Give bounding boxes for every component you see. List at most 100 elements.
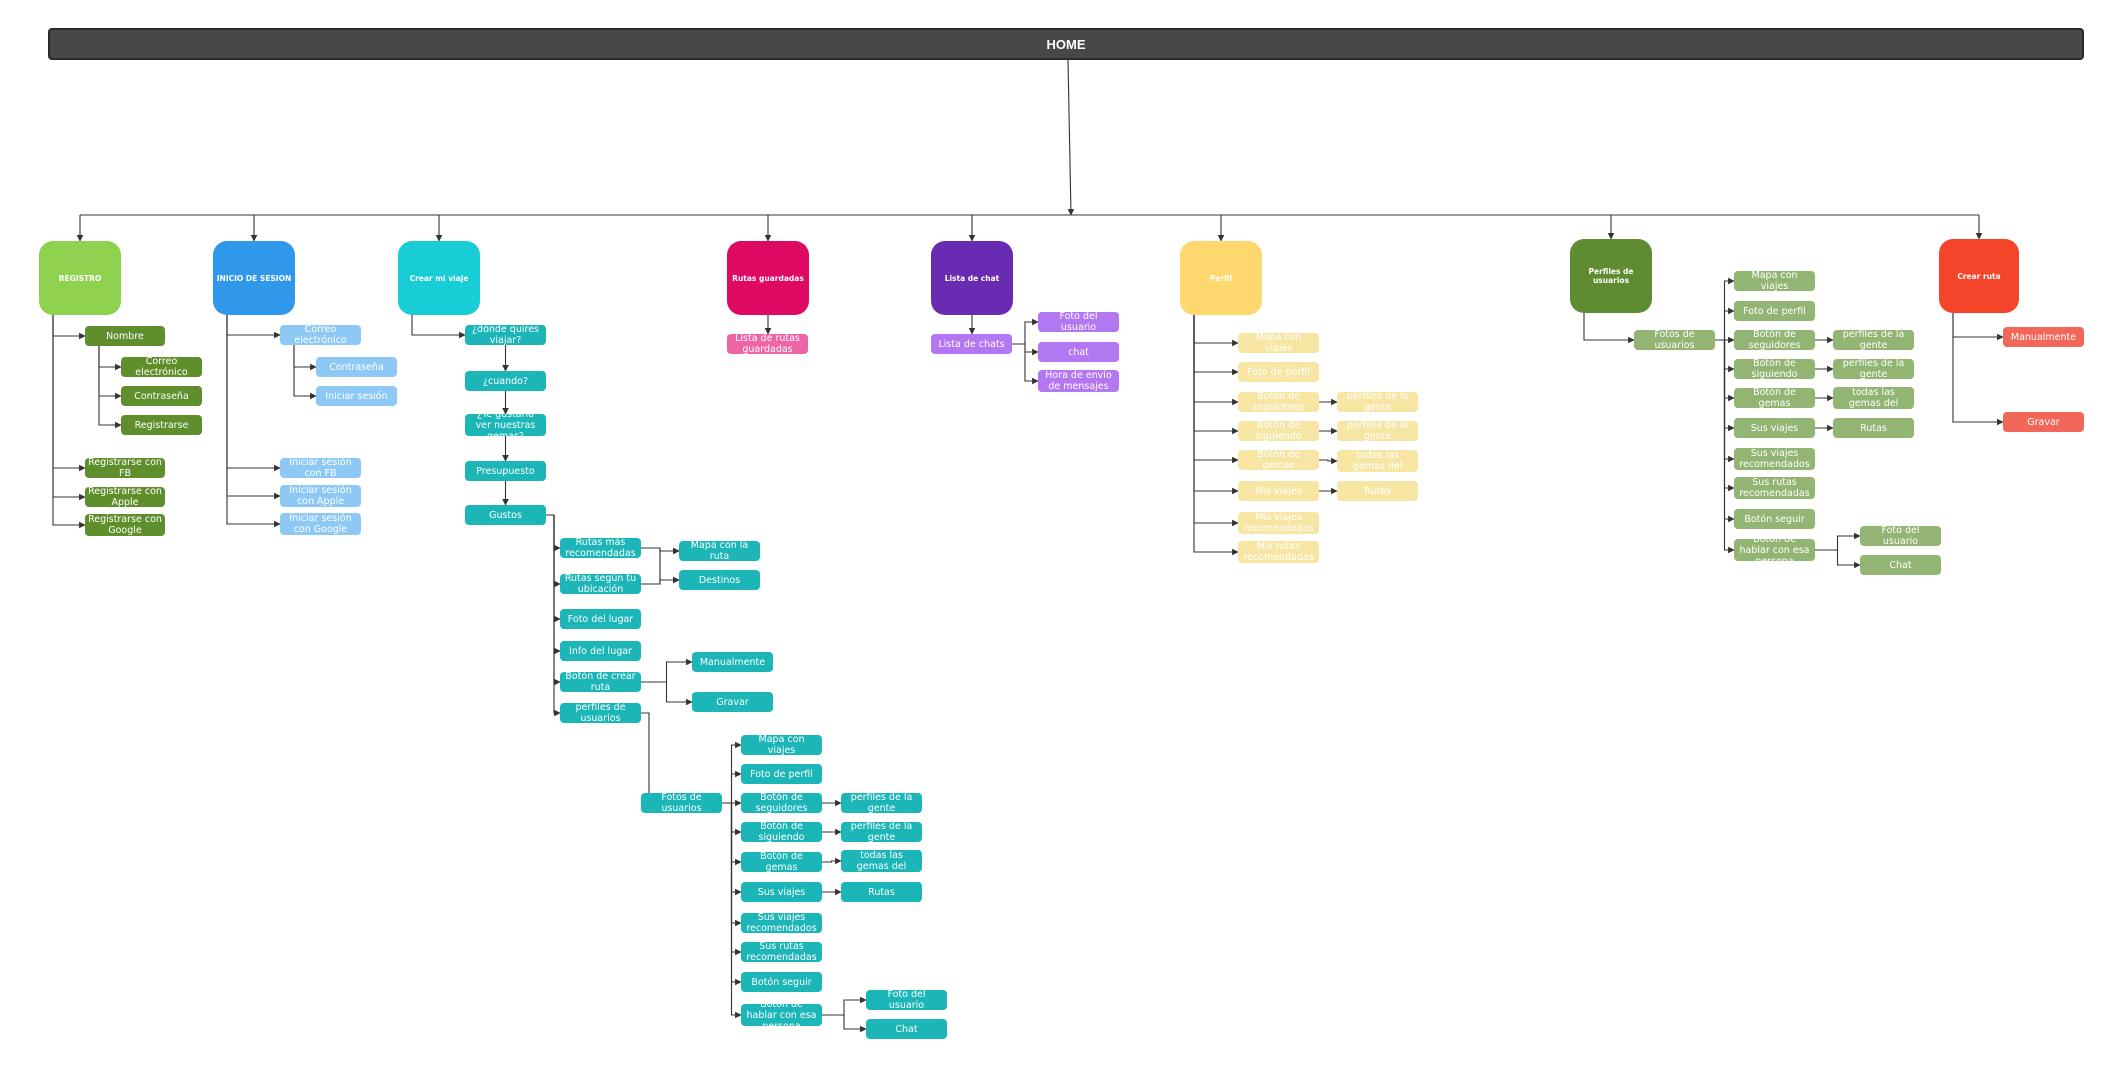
node-label: chat bbox=[1068, 346, 1089, 358]
node-label: Registrarse con FB bbox=[88, 458, 162, 478]
node-label: Rutas guardadas bbox=[732, 273, 804, 283]
connector bbox=[1193, 315, 1239, 527]
node-label: Presupuesto bbox=[476, 465, 535, 477]
node-r_google: Registrarse con Google bbox=[85, 514, 165, 536]
connector bbox=[546, 514, 561, 717]
node-registro: REGISTRO bbox=[39, 241, 121, 315]
node-label: Sus viajes recomendados bbox=[1739, 448, 1810, 470]
node-p_rutas: Rutas bbox=[1337, 481, 1418, 501]
node-label: Mapa con todas las gemas del mundo bbox=[1352, 450, 1403, 472]
node-label: Mapa con viajes bbox=[1751, 271, 1798, 291]
node-label: Gravar bbox=[2027, 416, 2060, 428]
node-label: perfiles de la gente bbox=[1346, 392, 1409, 412]
connector bbox=[546, 514, 561, 686]
node-c_gustos: Gustos bbox=[465, 505, 546, 525]
node-label: Botón de siguiendo bbox=[1751, 359, 1798, 379]
node-label: Foto del usuario bbox=[1881, 526, 1920, 546]
node-c_bgemas: Botón de gemas bbox=[741, 852, 822, 872]
node-c_presu: Presupuesto bbox=[465, 461, 546, 481]
node-c_pg2: perfiles de la gente bbox=[841, 822, 922, 842]
connector bbox=[1715, 339, 1735, 402]
node-label: Botón seguir bbox=[751, 976, 812, 988]
home-label: HOME bbox=[1046, 36, 1086, 52]
node-c_rutasubi: Rutas según tu ubicación bbox=[560, 574, 641, 594]
connector bbox=[226, 315, 281, 472]
node-label: Botón de seguidores bbox=[1748, 330, 1801, 350]
connector bbox=[641, 576, 680, 585]
node-label: Foto del usuario bbox=[887, 990, 926, 1010]
connector bbox=[1012, 318, 1039, 345]
node-label: Fotos de usuarios bbox=[1654, 330, 1695, 350]
node-c_boton: Botón de crear ruta bbox=[560, 672, 641, 692]
connector bbox=[641, 681, 693, 706]
connector bbox=[411, 315, 466, 339]
node-u_mapav: Mapa con viajes bbox=[1734, 271, 1815, 291]
connector bbox=[52, 315, 86, 501]
node-label: Registrarse con Apple bbox=[88, 487, 162, 507]
node-c_susv: Sus viajes bbox=[741, 882, 822, 902]
connector bbox=[1012, 343, 1039, 356]
node-c_rutas2: Rutas bbox=[841, 882, 922, 902]
node-c_foto: Foto del lugar bbox=[560, 609, 641, 629]
node-label: Iniciar sesión bbox=[325, 390, 388, 402]
node-c_manual: Manualmente bbox=[692, 652, 773, 672]
node-i_correo: Correo electrónico bbox=[280, 325, 361, 345]
connector bbox=[1583, 313, 1635, 344]
node-c_bhablar: Botón de hablar con esa persona bbox=[741, 1004, 822, 1026]
connector bbox=[98, 346, 122, 429]
node-label: Mapa con viajes bbox=[758, 735, 805, 755]
node-h_lista: Lista de chats bbox=[931, 334, 1012, 354]
node-label: Mapa con la ruta bbox=[690, 541, 749, 561]
connector bbox=[641, 547, 680, 555]
node-label: Registrarse con Google bbox=[88, 514, 162, 536]
node-perfiles: Perfiles de usuarios bbox=[1570, 239, 1652, 313]
node-label: Botón seguir bbox=[1744, 513, 1805, 525]
connector bbox=[1715, 339, 1735, 492]
node-label: Botón de siguiendo bbox=[758, 822, 805, 842]
connector bbox=[1319, 457, 1338, 465]
node-label: Perfiles de usuarios bbox=[1588, 267, 1634, 285]
node-i_ini: Iniciar sesión bbox=[316, 386, 397, 406]
node-label: Sus viajes bbox=[1750, 422, 1799, 434]
node-label: Correo electrónico bbox=[294, 325, 347, 345]
node-label: Destinos bbox=[698, 574, 741, 586]
home-node: HOME bbox=[48, 28, 2084, 60]
node-label: ¿dónde quires viajar? bbox=[472, 325, 539, 345]
node-c_mapav: Mapa con viajes bbox=[741, 735, 822, 755]
node-p_pg1: perfiles de la gente bbox=[1337, 392, 1418, 412]
node-label: Sus rutas recomendadas bbox=[1739, 477, 1810, 499]
node-label: Botón de seguidores bbox=[1252, 392, 1305, 412]
connector bbox=[293, 345, 317, 400]
node-label: INICIO DE SESION bbox=[216, 273, 292, 283]
node-label: Crear mi viaje bbox=[409, 273, 469, 283]
connector bbox=[1193, 315, 1239, 376]
node-c_susrr: Sus rutas recomendadas bbox=[741, 942, 822, 962]
connector bbox=[722, 802, 742, 896]
connector bbox=[1193, 315, 1239, 556]
connector bbox=[1715, 339, 1735, 432]
connector bbox=[1815, 549, 1861, 569]
node-p_misrr: Mis rutas recomendadas bbox=[1238, 541, 1319, 563]
node-label: Chat bbox=[895, 1023, 918, 1035]
node-r_apple: Registrarse con Apple bbox=[85, 487, 165, 507]
node-label: Hora de envío de mensajes bbox=[1045, 370, 1112, 392]
node-label: Info del lugar bbox=[569, 645, 632, 657]
connector bbox=[1815, 532, 1861, 551]
node-u_seguidores: Botón de seguidores bbox=[1734, 330, 1815, 350]
connector bbox=[293, 345, 317, 371]
node-label: Foto de perfil bbox=[750, 768, 813, 780]
node-label: perfiles de la gente bbox=[850, 822, 913, 842]
node-c_destinos: Destinos bbox=[679, 570, 760, 590]
node-u_bhablar: Botón de hablar con esa persona bbox=[1734, 539, 1815, 561]
connector bbox=[52, 315, 86, 472]
node-label: Sus viajes bbox=[757, 886, 806, 898]
node-label: Lista de chat bbox=[944, 273, 1000, 283]
node-label: Foto de perfil bbox=[1247, 366, 1310, 378]
node-label: Foto de perfil bbox=[1743, 305, 1806, 317]
connector bbox=[822, 1014, 867, 1033]
node-label: Iniciar sesión con Apple bbox=[289, 485, 352, 507]
node-c_donde: ¿dónde quires viajar? bbox=[465, 325, 546, 345]
node-p_foto: Foto de perfil bbox=[1238, 362, 1319, 382]
node-c_rutasmas: Rutas más recomendadas bbox=[560, 538, 641, 558]
node-c_fotop: Foto de perfil bbox=[741, 764, 822, 784]
